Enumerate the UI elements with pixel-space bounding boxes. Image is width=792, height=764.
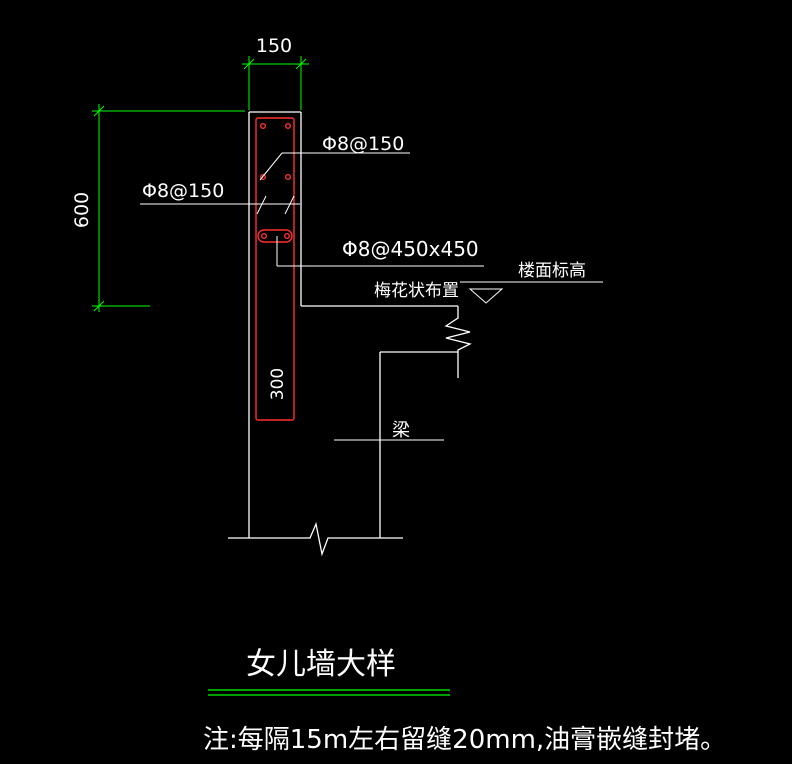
drawing-note: 注:每隔15m左右留缝20mm,油膏嵌缝封堵。	[203, 725, 726, 755]
wall-outline	[228, 111, 472, 557]
width-dimension-label: 150	[256, 35, 292, 57]
dimension-lines	[92, 56, 309, 312]
height-dimension-label: 600	[71, 192, 93, 228]
drawing-title: 女儿墙大样	[246, 647, 396, 682]
rebar	[255, 117, 295, 421]
rebar-vertical-label: Φ8@150	[142, 180, 224, 202]
rebar-horizontal-label: Φ8@150	[322, 133, 404, 155]
beam-label: 梁	[392, 420, 410, 441]
floor-level-label: 楼面标高	[518, 261, 586, 281]
title-underline	[208, 689, 450, 696]
anchor-bars-label: Φ8@450x450	[342, 237, 479, 261]
rebar-length-label: 300	[268, 368, 288, 400]
anchor-layout-label: 梅花状布置	[374, 281, 459, 301]
leader-lines	[140, 152, 603, 441]
